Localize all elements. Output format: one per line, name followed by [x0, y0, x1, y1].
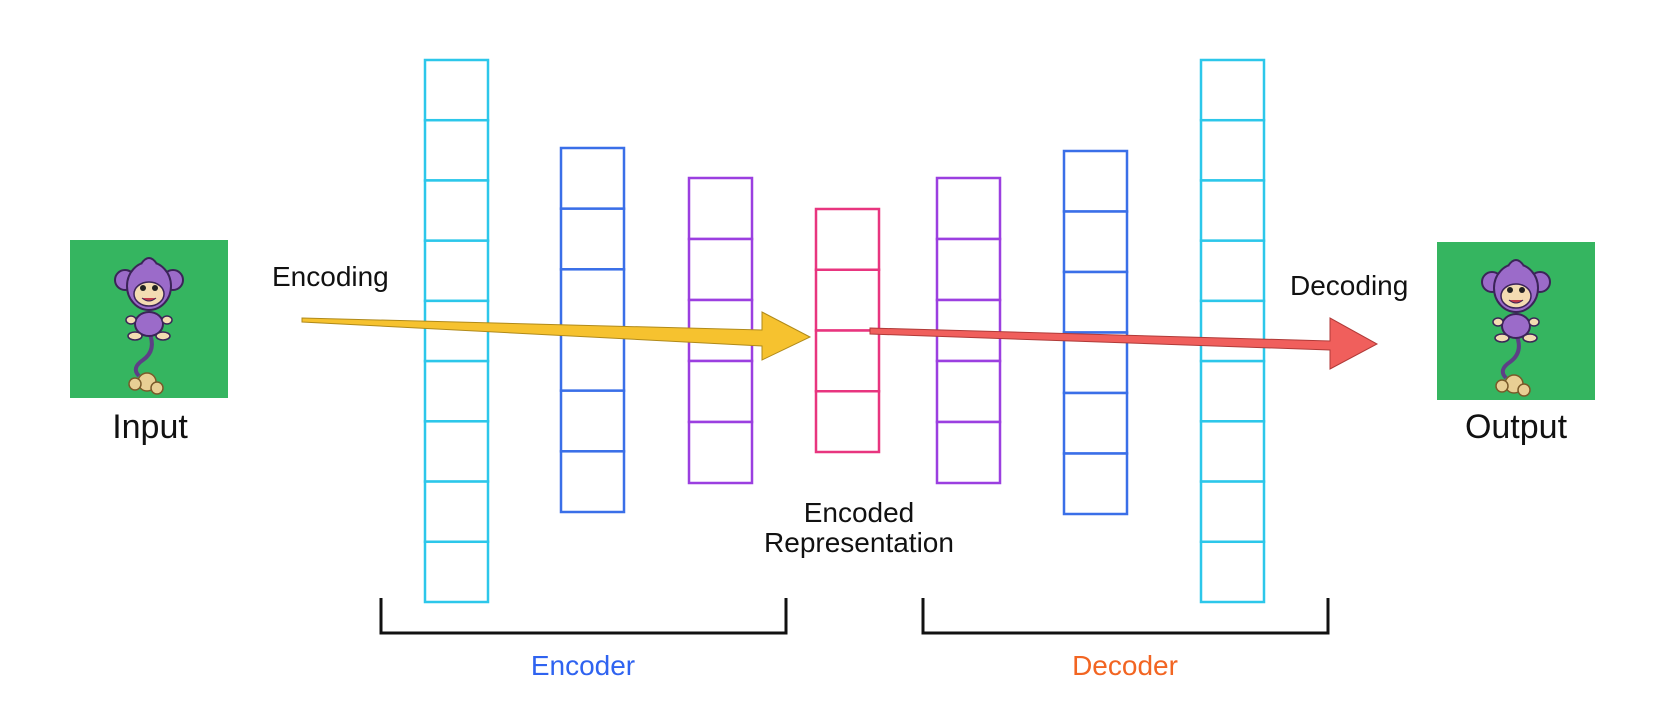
decoder-layer-3: [1199, 58, 1266, 604]
encoder-bracket: [379, 598, 788, 635]
layer-cell: [935, 176, 1002, 241]
layer-cell: [423, 58, 490, 122]
layer-cell: [687, 176, 754, 241]
layer-cell: [559, 268, 626, 332]
input-image: [70, 240, 228, 398]
layer-cell: [1199, 239, 1266, 303]
encoder-layer-1: [423, 58, 490, 604]
layer-cell: [1199, 359, 1266, 423]
output-label: Output: [1465, 408, 1568, 446]
layer-cell: [1199, 540, 1266, 604]
layer-cell: [559, 328, 626, 392]
layer-cell: [1062, 210, 1129, 274]
layer-cell: [1199, 58, 1266, 122]
encoder-label: Encoder: [531, 650, 635, 681]
encoding-label: Encoding: [272, 261, 389, 292]
layer-cell: [423, 299, 490, 363]
layer-cell: [814, 329, 881, 393]
layer-cell: [1199, 118, 1266, 182]
layer-cell: [1199, 299, 1266, 363]
layer-cell: [423, 179, 490, 242]
bottleneck-layer: [814, 207, 881, 454]
layer-cell: [423, 420, 490, 483]
decoder-label: Decoder: [1072, 650, 1178, 681]
layer-cell: [1062, 149, 1129, 213]
encoding-arrow: [301, 311, 812, 361]
layer-cell: [423, 239, 490, 303]
layer-cell: [423, 480, 490, 544]
layer-cell: [935, 420, 1002, 485]
input-label: Input: [112, 408, 188, 446]
layer-cell: [559, 207, 626, 271]
layer-cell: [1062, 391, 1129, 455]
encoder-layer-3: [687, 176, 754, 485]
layer-cell: [687, 420, 754, 485]
layer-cell: [1199, 179, 1266, 242]
decoder-layer-2: [1062, 149, 1129, 516]
layer-cell: [935, 237, 1002, 302]
layer-cell: [935, 359, 1002, 424]
encoded-label-line1: Encoded: [804, 497, 915, 528]
layer-cell: [423, 359, 490, 423]
layer-cell: [1199, 420, 1266, 483]
layer-cell: [559, 146, 626, 210]
decoding-arrow: [869, 317, 1379, 370]
encoded-label-line2: Representation: [764, 527, 954, 558]
layer-cell: [814, 268, 881, 332]
layer-cell: [1062, 452, 1129, 516]
layer-cell: [687, 359, 754, 424]
decoding-label: Decoding: [1290, 270, 1408, 301]
layer-cell: [687, 237, 754, 302]
layer-cell: [423, 540, 490, 604]
layer-cell: [559, 389, 626, 453]
output-image: [1437, 242, 1595, 400]
encoder-layer-2: [559, 146, 626, 514]
layer-cell: [1062, 270, 1129, 334]
layer-cell: [814, 390, 881, 454]
layer-cell: [1199, 480, 1266, 544]
decoder-bracket: [921, 598, 1330, 635]
layer-cell: [423, 118, 490, 182]
layer-cell: [814, 207, 881, 271]
layer-cell: [559, 450, 626, 514]
